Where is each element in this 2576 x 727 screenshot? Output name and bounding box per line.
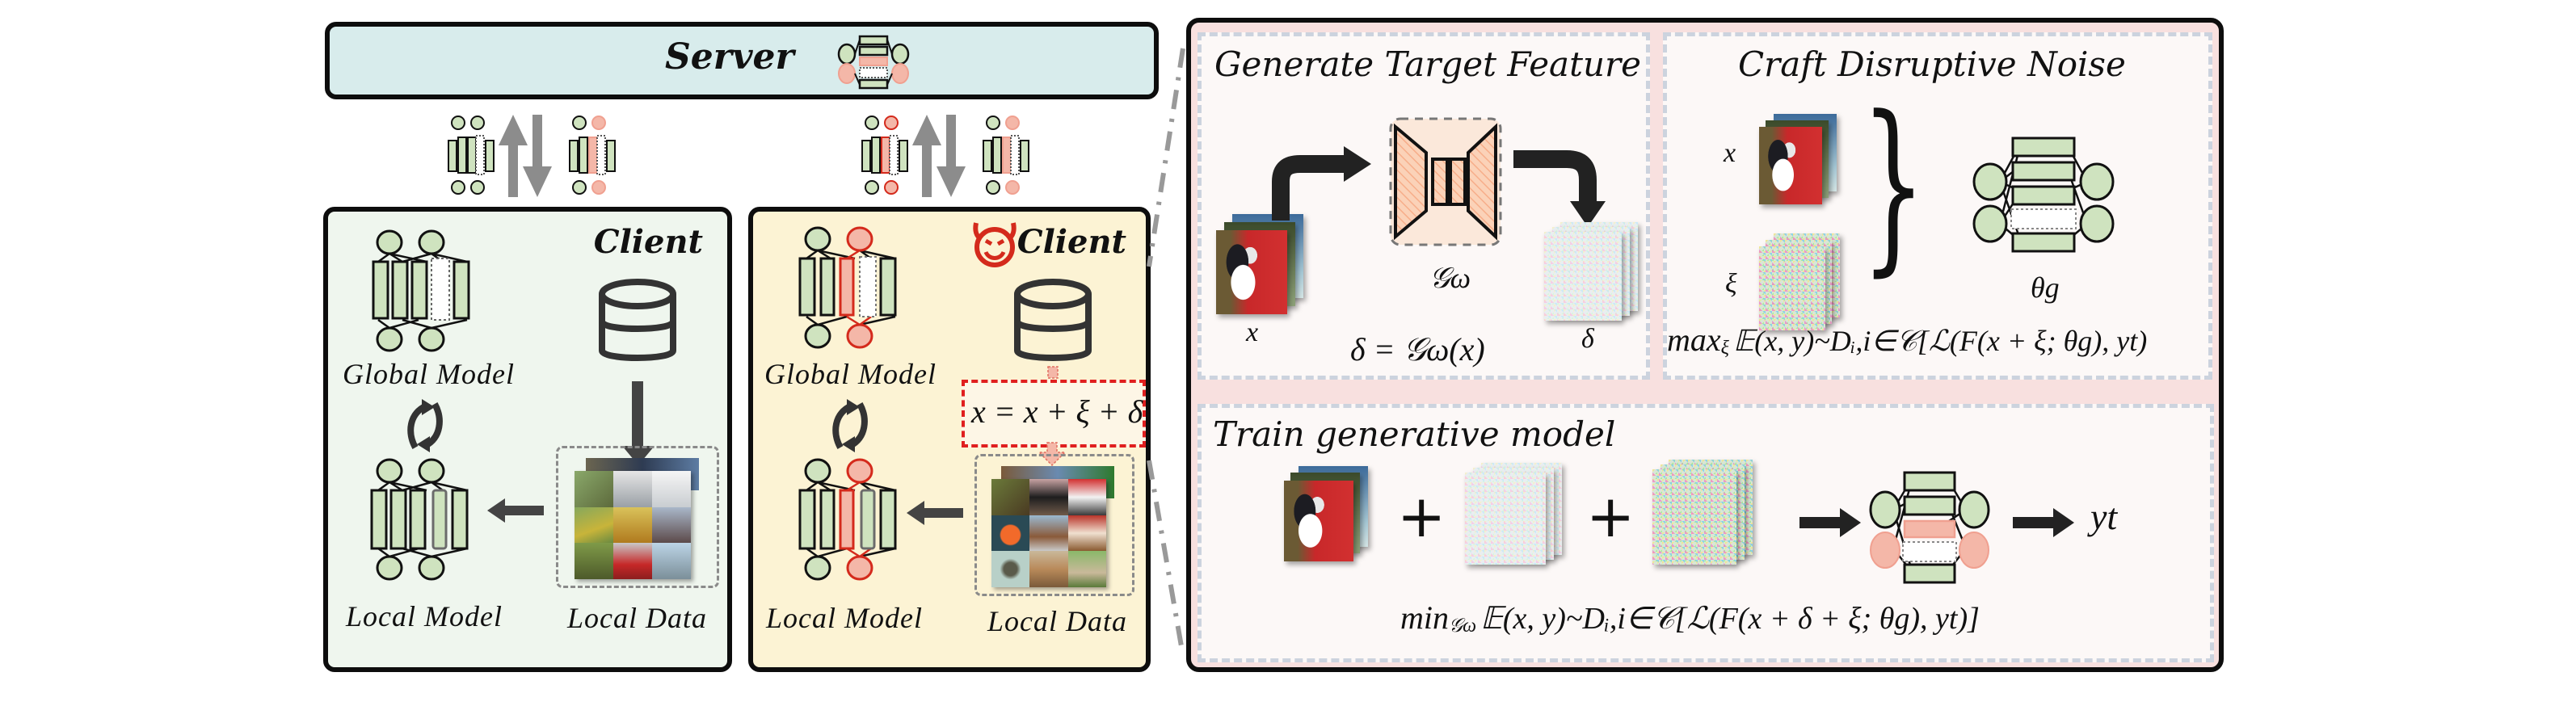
craft-formula-sub: ξ: [1720, 338, 1729, 359]
sync-arrows-icon: [832, 399, 868, 452]
generator-label: 𝒢ω: [1429, 262, 1471, 294]
local-data-label: Local Data: [567, 602, 708, 634]
train-formula-body: 𝔼(x, y)~Dᵢ,i∈𝒞[ℒ(F(x + δ + ξ; θg), yt)]: [1480, 602, 1980, 636]
malicious-client-title: Client: [1017, 223, 1126, 261]
malicious-download-model-icon: [983, 116, 1029, 195]
benign-communication: [448, 115, 616, 197]
noise-stack: [1757, 233, 1846, 338]
train-arrow-icon: [487, 498, 544, 523]
database-icon: [1014, 279, 1092, 361]
local-model-label: Local Model: [766, 602, 923, 634]
plus-sign-2: +: [1586, 482, 1635, 550]
brace-icon: }: [1861, 78, 1926, 293]
poisoned-local-model-icon: [798, 458, 897, 581]
train-title: Train generative model: [1213, 414, 1616, 454]
global-model-label: Global Model: [343, 358, 515, 390]
train-formula-prefix: min: [1400, 599, 1449, 636]
input-image-stack: [1214, 214, 1311, 314]
poison-formula: x = x + ξ + δ: [971, 393, 1143, 430]
train-arrow-icon: [907, 501, 963, 525]
sync-arrows-icon: [407, 399, 443, 452]
train-noise-stack: [1648, 460, 1761, 573]
craft-x-label: x: [1724, 138, 1736, 168]
craft-input-stack: [1757, 114, 1846, 211]
benign-download-model-icon: [569, 116, 616, 195]
target-feature-label: δ: [1581, 324, 1594, 354]
server-title: Server: [665, 36, 794, 78]
to-model-arrow-icon: [1799, 508, 1861, 537]
local-data-label: Local Data: [987, 605, 1128, 637]
poison-input-arrow-icon: [1047, 366, 1059, 379]
train-formula-sub: 𝒢ω: [1449, 616, 1477, 637]
zoom-connector: [1147, 48, 1185, 647]
database-icon: [599, 279, 676, 361]
to-generator-arrow-icon: [1272, 146, 1371, 221]
global-model-icon: [372, 229, 470, 352]
devil-face-icon: [973, 222, 1017, 267]
to-output-arrow-icon: [2013, 508, 2074, 537]
benign-upload-model-icon: [448, 116, 495, 195]
local-data-container: [974, 454, 1134, 596]
server-box: Server: [325, 22, 1159, 99]
generator-icon: [1389, 117, 1502, 246]
download-arrow-icon: [937, 115, 966, 197]
poisoned-global-model-horizontal-icon: [1869, 471, 1990, 584]
train-target-feature-stack: [1460, 463, 1565, 568]
local-model-label: Local Model: [346, 600, 503, 632]
target-feature-stack: [1541, 222, 1646, 327]
train-generative-model-section: Train generative model + + yt min�: [1198, 404, 2214, 662]
generate-formula: δ = 𝒢ω(x): [1350, 331, 1485, 368]
poisoned-global-model-icon: [798, 226, 897, 349]
from-generator-arrow-icon: [1513, 150, 1606, 227]
local-data-container: [556, 446, 719, 588]
plus-sign-1: +: [1397, 482, 1446, 550]
craft-formula-body: 𝔼(x, y)~Dᵢ,i∈𝒞[ℒ(F(x + ξ; θg), yt): [1733, 325, 2148, 357]
generate-title: Generate Target Feature: [1214, 44, 1641, 84]
local-data-images: [991, 479, 1106, 587]
global-model-theta-label: θg: [2031, 271, 2060, 304]
craft-xi-label: ξ: [1725, 269, 1737, 299]
local-data-images: [575, 471, 691, 579]
data-flow-arrow-icon: [622, 381, 655, 465]
craft-title: Craft Disruptive Noise: [1738, 44, 2126, 84]
aggregated-model-icon: [837, 35, 910, 90]
malicious-communication: [861, 115, 1029, 197]
global-model-horizontal-icon: [1972, 137, 2115, 253]
malicious-upload-model-icon: [861, 116, 908, 195]
train-formula: min𝒢ω 𝔼(x, y)~Dᵢ,i∈𝒞[ℒ(F(x + δ + ξ; θg),…: [1400, 599, 2128, 637]
target-label-output: yt: [2090, 496, 2118, 537]
upload-arrow-icon: [912, 115, 941, 197]
download-arrow-icon: [523, 115, 552, 197]
generate-target-feature-section: Generate Target Feature x 𝒢ω δ δ = 𝒢ω: [1198, 32, 1650, 380]
upload-arrow-icon: [499, 115, 528, 197]
malicious-client-box: Client Global Model Local Model: [748, 207, 1151, 672]
craft-noise-section: Craft Disruptive Noise x ξ } θg maxξ 𝔼(x…: [1663, 32, 2212, 380]
benign-client-title: Client: [593, 223, 703, 261]
input-label: x: [1246, 317, 1259, 347]
poison-formula-box: x = x + ξ + δ: [962, 380, 1146, 448]
global-model-label: Global Model: [764, 358, 937, 390]
benign-client-box: Client Global Model Local Model: [323, 207, 732, 672]
craft-formula: maxξ 𝔼(x, y)~Dᵢ,i∈𝒞[ℒ(F(x + ξ; θg), yt): [1667, 321, 2216, 359]
local-model-icon: [370, 458, 469, 581]
train-input-stack: [1282, 466, 1379, 571]
craft-formula-prefix: max: [1667, 321, 1721, 358]
